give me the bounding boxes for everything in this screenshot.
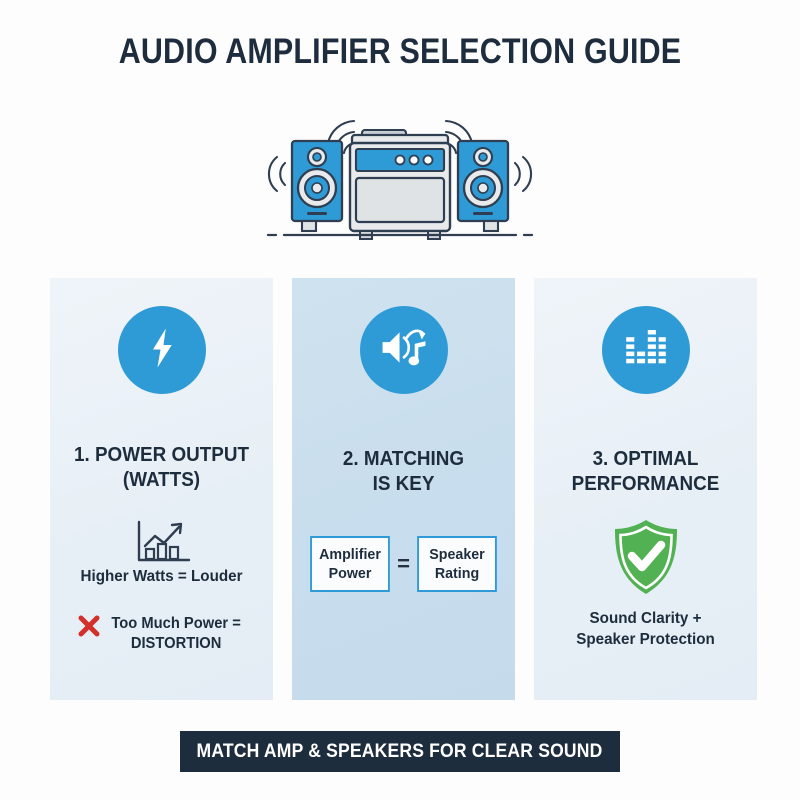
distortion-warning-row: Too Much Power = DISTORTION (60, 614, 263, 654)
lightning-bolt-icon (147, 328, 177, 373)
distortion-line2: DISTORTION (131, 635, 222, 652)
amplifier-power-box: Amplifier Power (310, 536, 390, 592)
card-power-output[interactable]: 1. POWER OUTPUT (WATTS) Higher Watts = L… (50, 278, 273, 700)
bar-chart-trend-up-icon (131, 518, 193, 566)
equalizer-bars-icon (625, 329, 667, 371)
page-title: AUDIO AMPLIFIER SELECTION GUIDE (118, 32, 682, 71)
higher-watts-text: Higher Watts = Louder (80, 568, 243, 585)
speaker-rating-line2: Rating (434, 565, 480, 582)
shield-check-icon (611, 518, 681, 596)
speaker-music-note-icon-circle (359, 306, 448, 394)
benefit-line1: Sound Clarity + (589, 610, 702, 627)
footer-banner: MATCH AMP & SPEAKERS FOR CLEAR SOUND (180, 731, 620, 772)
card-title-power-output: 1. POWER OUTPUT (WATTS) (66, 442, 256, 492)
speaker-music-note-icon (379, 326, 429, 374)
red-x-icon (78, 615, 100, 637)
footer-banner-text: MATCH AMP & SPEAKERS FOR CLEAR SOUND (197, 740, 603, 762)
amplifier-power-line1: Amplifier (319, 546, 381, 563)
benefit-text: Sound Clarity + Speaker Protection (545, 608, 745, 650)
distortion-warning-text: Too Much Power = DISTORTION (112, 614, 241, 654)
card-matching-is-key[interactable]: 2. MATCHING IS KEY Amplifier Power = Spe… (292, 278, 515, 700)
card-title-optimal: 3. OPTIMAL PERFORMANCE (550, 446, 740, 496)
card-title-line1: 2. MATCHING (342, 447, 465, 470)
card-title-line2: PERFORMANCE (571, 472, 720, 495)
card-optimal-performance[interactable]: 3. OPTIMAL PERFORMANCE Sound Clarity + S… (534, 278, 757, 700)
matching-equation: Amplifier Power = Speaker Rating (302, 536, 505, 592)
card-title-line1: 3. OPTIMAL (592, 447, 699, 470)
distortion-line1: Too Much Power = (111, 615, 242, 632)
amplifier-power-line2: Power (328, 565, 372, 582)
benefit-line2: Speaker Protection (576, 631, 715, 648)
equalizer-bars-icon-circle (601, 306, 690, 394)
card-title-line1: 1. POWER OUTPUT (73, 443, 250, 466)
card-title-line2: IS KEY (372, 472, 435, 495)
card-title-line2: (WATTS) (122, 468, 201, 491)
card-title-matching: 2. MATCHING IS KEY (308, 446, 498, 496)
speaker-rating-line1: Speaker (429, 546, 485, 563)
lightning-bolt-icon-circle (117, 306, 206, 394)
speaker-rating-box: Speaker Rating (417, 536, 497, 592)
stereo-system-illustration (250, 95, 550, 245)
equals-sign: = (397, 551, 410, 576)
